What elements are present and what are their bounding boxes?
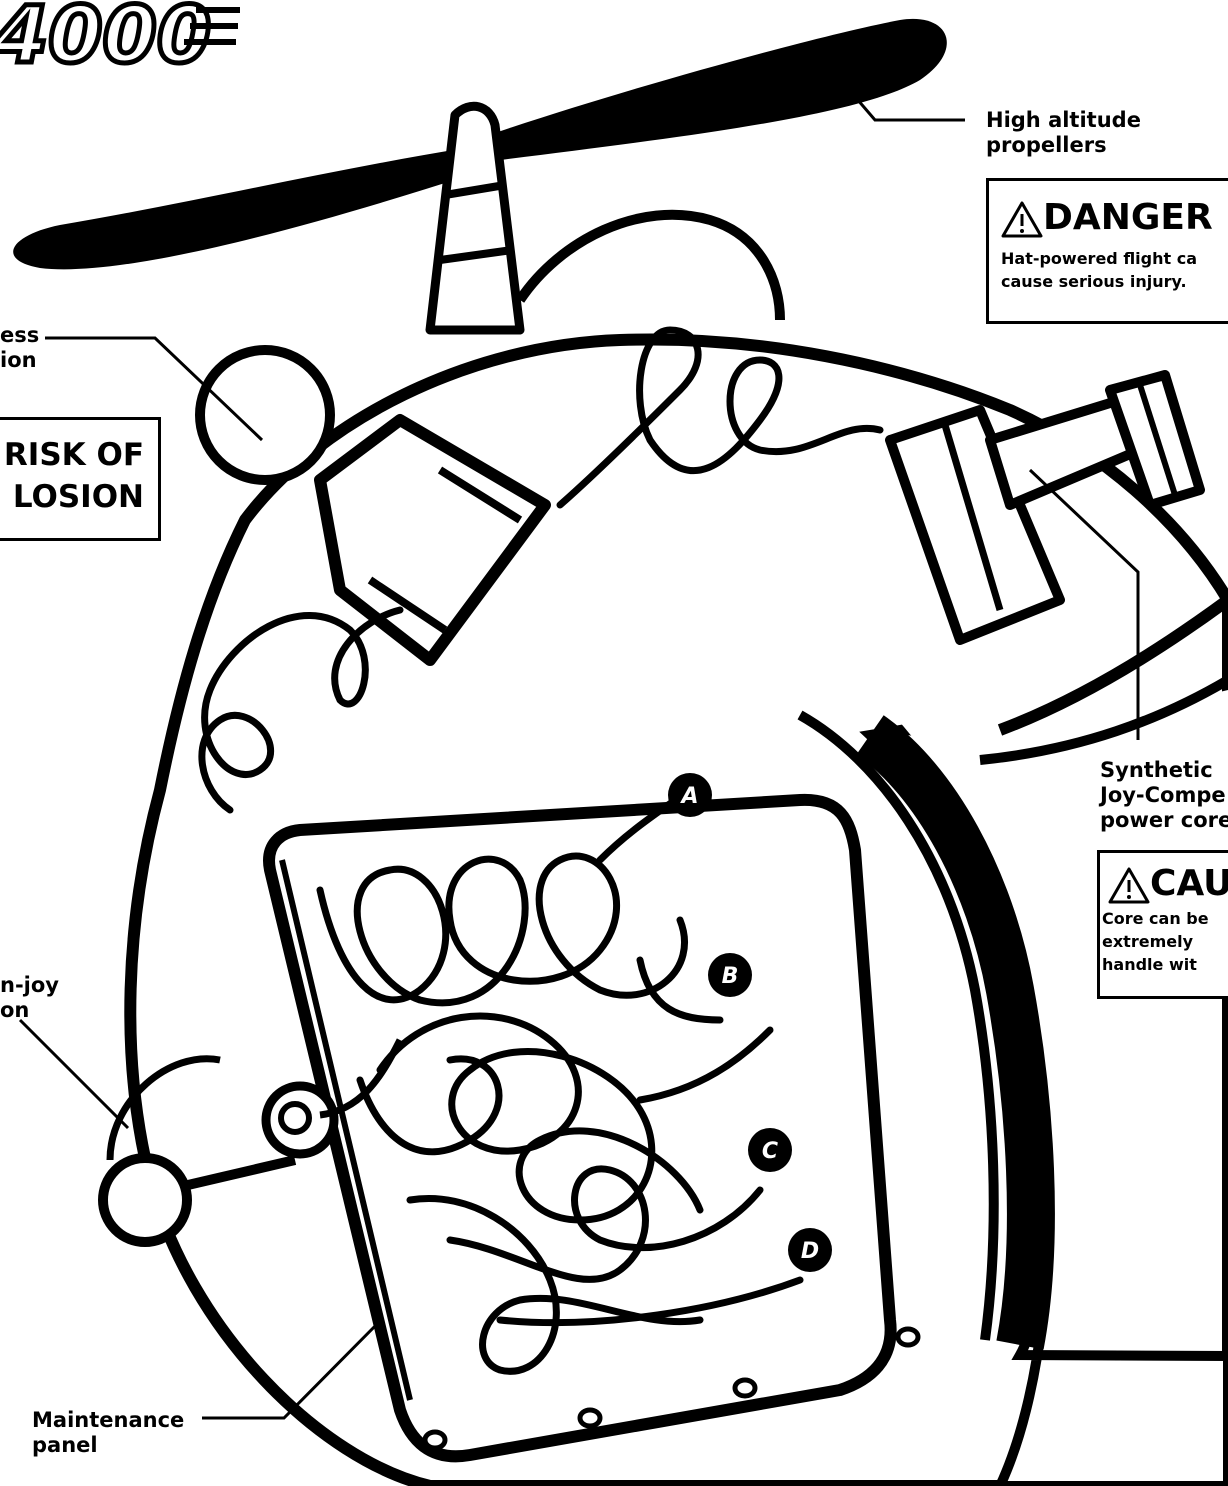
top-left-callout: ess ion	[0, 323, 39, 373]
joy-core-callout: Synthetic Joy-Compe power core	[1100, 758, 1228, 833]
propellers-callout: High altitude propellers	[986, 108, 1141, 158]
danger-body-line2: cause serious injury.	[1001, 270, 1228, 293]
danger-body-line1: Hat-powered flight ca	[1001, 247, 1228, 270]
maintenance-callout-line1: Maintenance	[32, 1408, 184, 1433]
warning-triangle-icon	[1001, 200, 1043, 238]
joy-core-callout-line2: Joy-Compe	[1100, 783, 1228, 808]
risk-line2: LOSION	[0, 476, 144, 518]
brand-logo: 4000	[0, 0, 240, 81]
caution-warning-box: CAU Core can be extremely handle wit	[1097, 850, 1228, 999]
risk-line1: RISK OF	[0, 434, 144, 476]
port-c-label: C	[762, 1139, 778, 1164]
maintenance-callout: Maintenance panel	[32, 1408, 184, 1458]
caution-body-line1: Core can be	[1102, 907, 1228, 930]
danger-title-row: DANGER	[989, 181, 1228, 241]
port-a: A	[668, 773, 712, 817]
port-a-label: A	[679, 784, 698, 809]
danger-warning-box: DANGER Hat-powered flight ca cause serio…	[986, 178, 1228, 324]
port-d: D	[788, 1228, 832, 1272]
danger-title: DANGER	[1043, 197, 1213, 238]
caution-body: Core can be extremely handle wit	[1100, 907, 1228, 976]
brand-text: 4000	[0, 0, 211, 81]
top-left-callout-line2: ion	[0, 348, 39, 373]
danger-body: Hat-powered flight ca cause serious inju…	[989, 241, 1228, 293]
joy-core-callout-line3: power core	[1100, 808, 1228, 833]
port-b: B	[708, 953, 752, 997]
port-b-label: B	[722, 964, 739, 989]
maintenance-callout-line2: panel	[32, 1433, 184, 1458]
caution-title-row: CAU	[1100, 853, 1228, 907]
left-mid-callout-line2: on	[0, 998, 59, 1023]
port-c: C	[748, 1128, 792, 1172]
left-mid-callout: n-joy on	[0, 973, 59, 1023]
propellers-callout-line2: propellers	[986, 133, 1141, 158]
top-left-callout-line1: ess	[0, 323, 39, 348]
risk-text: RISK OF LOSION	[0, 420, 158, 518]
left-mid-callout-line1: n-joy	[0, 973, 59, 998]
caution-body-line3: handle wit	[1102, 953, 1228, 976]
caution-title: CAU	[1150, 863, 1228, 904]
caution-body-line2: extremely	[1102, 930, 1228, 953]
risk-warning-box: RISK OF LOSION	[0, 417, 161, 541]
port-d-label: D	[801, 1239, 819, 1264]
caution-triangle-icon	[1108, 866, 1150, 904]
propellers-callout-line1: High altitude	[986, 108, 1141, 133]
joy-core-callout-line1: Synthetic	[1100, 758, 1228, 783]
